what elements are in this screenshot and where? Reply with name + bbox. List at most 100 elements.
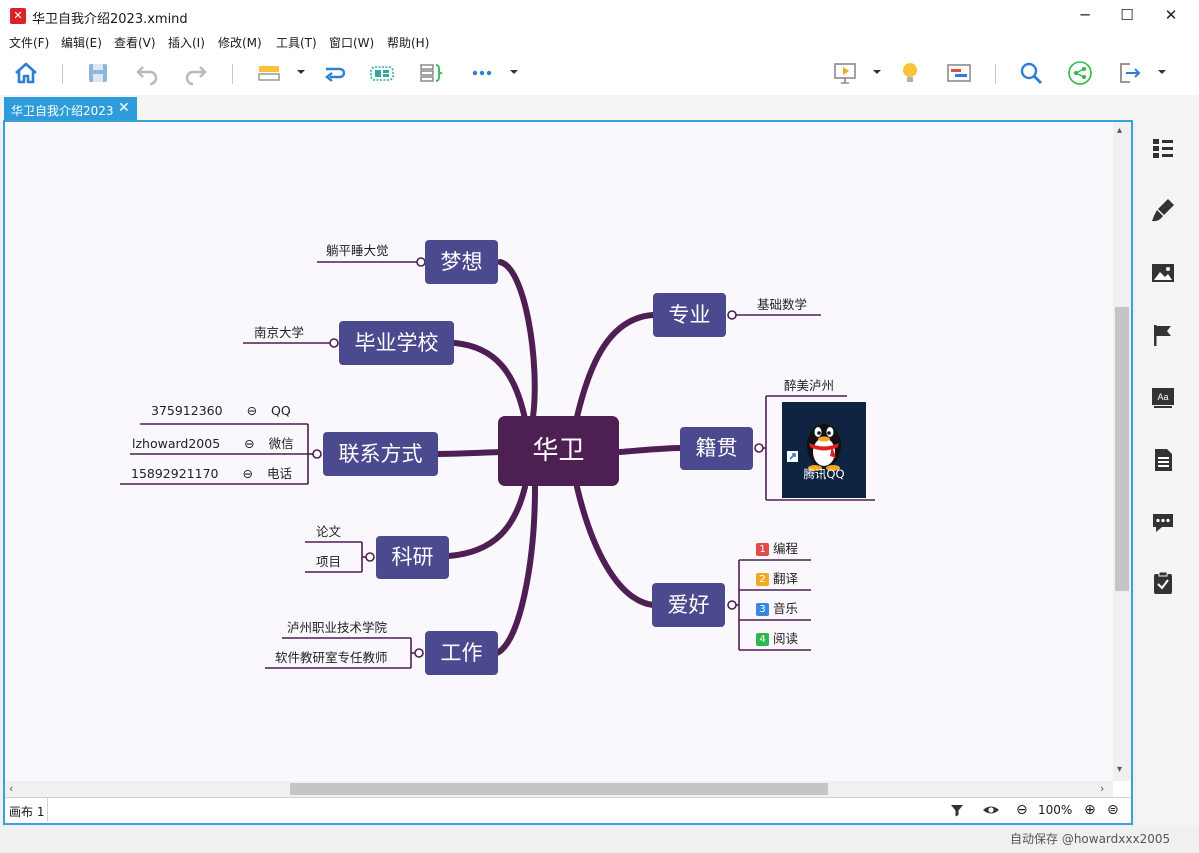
mindmap-canvas[interactable]: 华卫 梦想 毕业学校 联系方式 科研 工作 专业 籍贯 爱好 躺平睡大觉 南京大… [5, 122, 1113, 781]
save-icon[interactable] [85, 60, 111, 86]
subtopic-major-item[interactable]: 基础数学 [757, 297, 808, 312]
priority-1-icon: 1 [756, 543, 769, 556]
zoom-out-icon[interactable]: ⊖ [1016, 802, 1028, 818]
task-icon[interactable] [1150, 570, 1176, 596]
contact-label: 微信 [268, 436, 294, 451]
menu-view[interactable]: 查看(V) [114, 36, 156, 50]
tab-document[interactable]: 华卫自我介绍2023 ✕ [4, 97, 137, 121]
horizontal-scroll-thumb[interactable] [290, 783, 828, 795]
topic-style-icon[interactable] [256, 60, 282, 86]
close-icon[interactable]: ✕ [118, 100, 130, 116]
subtopic-research-item[interactable]: 项目 [316, 554, 342, 569]
subtopic-contact-phone[interactable]: 15892921170 ⊖ 电话 [131, 463, 292, 482]
priority-4-icon: 4 [756, 633, 769, 646]
subtopic-work-item[interactable]: 软件教研室专任教师 [275, 650, 388, 665]
menu-edit[interactable]: 编辑(E) [61, 36, 102, 50]
hobby-label: 翻译 [773, 571, 799, 586]
zoom-level: 100% [1038, 803, 1073, 817]
priority-2-icon: 2 [756, 573, 769, 586]
boundary-icon[interactable] [369, 60, 395, 86]
subtopic-hobby[interactable]: 4 阅读 [756, 628, 798, 647]
home-icon[interactable] [13, 60, 39, 86]
hobby-label: 编程 [773, 541, 799, 556]
format-brush-icon[interactable] [1150, 197, 1176, 223]
subtopic-work-item[interactable]: 泸州职业技术学院 [287, 620, 388, 635]
menu-tools[interactable]: 工具(T) [276, 36, 317, 50]
share-icon[interactable] [1067, 60, 1093, 86]
scroll-right-icon[interactable]: › [1100, 782, 1105, 795]
outline-icon[interactable] [1150, 135, 1176, 161]
relationship-icon[interactable] [322, 60, 348, 86]
more-icon[interactable] [469, 60, 495, 86]
topic-research[interactable]: 科研 [376, 536, 449, 579]
marker-flag-icon[interactable] [1150, 322, 1176, 348]
menu-window[interactable]: 窗口(W) [329, 36, 375, 50]
contact-label: 电话 [266, 466, 292, 481]
status-watermark: 自动保存 @howardxxx2005 [1010, 832, 1171, 846]
chevron-down-icon[interactable] [872, 66, 882, 76]
scroll-down-icon[interactable]: ▾ [1117, 764, 1123, 775]
subtopic-hobby[interactable]: 2 翻译 [756, 568, 798, 587]
right-side-panel: Aa [1136, 120, 1199, 825]
vertical-scroll-thumb[interactable] [1115, 307, 1129, 591]
chevron-down-icon[interactable] [296, 66, 306, 76]
text-style-icon[interactable]: Aa [1150, 384, 1176, 410]
qq-penguin-icon [787, 424, 841, 471]
filter-icon[interactable] [949, 802, 965, 818]
subtopic-school-item[interactable]: 南京大学 [254, 325, 305, 340]
subtopic-hometown-item[interactable]: 醉美泸州 [784, 378, 835, 393]
scroll-up-icon[interactable]: ▴ [1117, 125, 1123, 136]
toolbar-separator [232, 64, 233, 84]
scroll-left-icon[interactable]: ‹ [9, 782, 14, 795]
central-topic[interactable]: 华卫 [498, 416, 619, 486]
export-icon[interactable] [1116, 60, 1142, 86]
summary-icon[interactable] [418, 60, 444, 86]
menu-help[interactable]: 帮助(H) [387, 36, 430, 50]
tab-label: 华卫自我介绍2023 [11, 104, 114, 118]
menu-file[interactable]: 文件(F) [9, 36, 50, 50]
topic-school[interactable]: 毕业学校 [339, 321, 454, 365]
zoom-fit-icon[interactable]: ⊜ [1107, 802, 1119, 818]
topic-major[interactable]: 专业 [653, 293, 726, 337]
subtopic-research-item[interactable]: 论文 [316, 524, 342, 539]
sheet-tab[interactable]: 画布 1 [5, 798, 48, 822]
close-window-button[interactable]: ✕ [1164, 6, 1178, 24]
title-bar: ✕ 华卫自我介绍2023.xmind ─ ☐ ✕ [0, 0, 1199, 31]
redo-icon[interactable] [183, 60, 209, 86]
maximize-button[interactable]: ☐ [1120, 6, 1134, 24]
subtopic-contact-qq[interactable]: 375912360 ⊖ QQ [151, 403, 291, 418]
subtopic-dream-item[interactable]: 躺平睡大觉 [326, 243, 389, 258]
presentation-icon[interactable] [832, 60, 858, 86]
undo-icon[interactable] [134, 60, 160, 86]
eye-icon[interactable] [982, 802, 1000, 818]
idea-icon[interactable] [897, 60, 923, 86]
chevron-down-icon[interactable] [509, 66, 519, 76]
menu-modify[interactable]: 修改(M) [218, 36, 262, 50]
contact-value: 375912360 [151, 403, 223, 418]
menu-bar: 文件(F) 编辑(E) 查看(V) 插入(I) 修改(M) 工具(T) 窗口(W… [0, 31, 1199, 51]
branch-lines [120, 257, 875, 669]
chevron-down-icon[interactable] [1157, 66, 1167, 76]
topic-dream[interactable]: 梦想 [425, 240, 498, 284]
menu-insert[interactable]: 插入(I) [168, 36, 205, 50]
minimize-button[interactable]: ─ [1080, 6, 1090, 24]
subtopic-contact-wechat[interactable]: lzhoward2005 ⊖ 微信 [132, 433, 294, 452]
topic-work[interactable]: 工作 [425, 631, 498, 675]
gantt-icon[interactable] [946, 60, 972, 86]
notes-icon[interactable] [1150, 447, 1176, 473]
contact-value: 15892921170 [131, 466, 219, 481]
search-icon[interactable] [1018, 60, 1044, 86]
hobby-label: 阅读 [773, 631, 799, 646]
qq-image-caption: 腾讯QQ [803, 467, 845, 481]
topic-hometown[interactable]: 籍贯 [680, 427, 753, 470]
topic-hobby[interactable]: 爱好 [652, 583, 725, 627]
image-icon[interactable] [1150, 260, 1176, 286]
topic-contact[interactable]: 联系方式 [323, 432, 438, 476]
subtopic-hobby[interactable]: 1 编程 [756, 538, 798, 557]
comment-icon[interactable] [1150, 509, 1176, 535]
zoom-in-icon[interactable]: ⊕ [1084, 802, 1096, 818]
collapse-icon: ⊖ [242, 466, 253, 481]
svg-text:Aa: Aa [1157, 392, 1168, 402]
qq-image[interactable]: 腾讯QQ [782, 402, 866, 498]
